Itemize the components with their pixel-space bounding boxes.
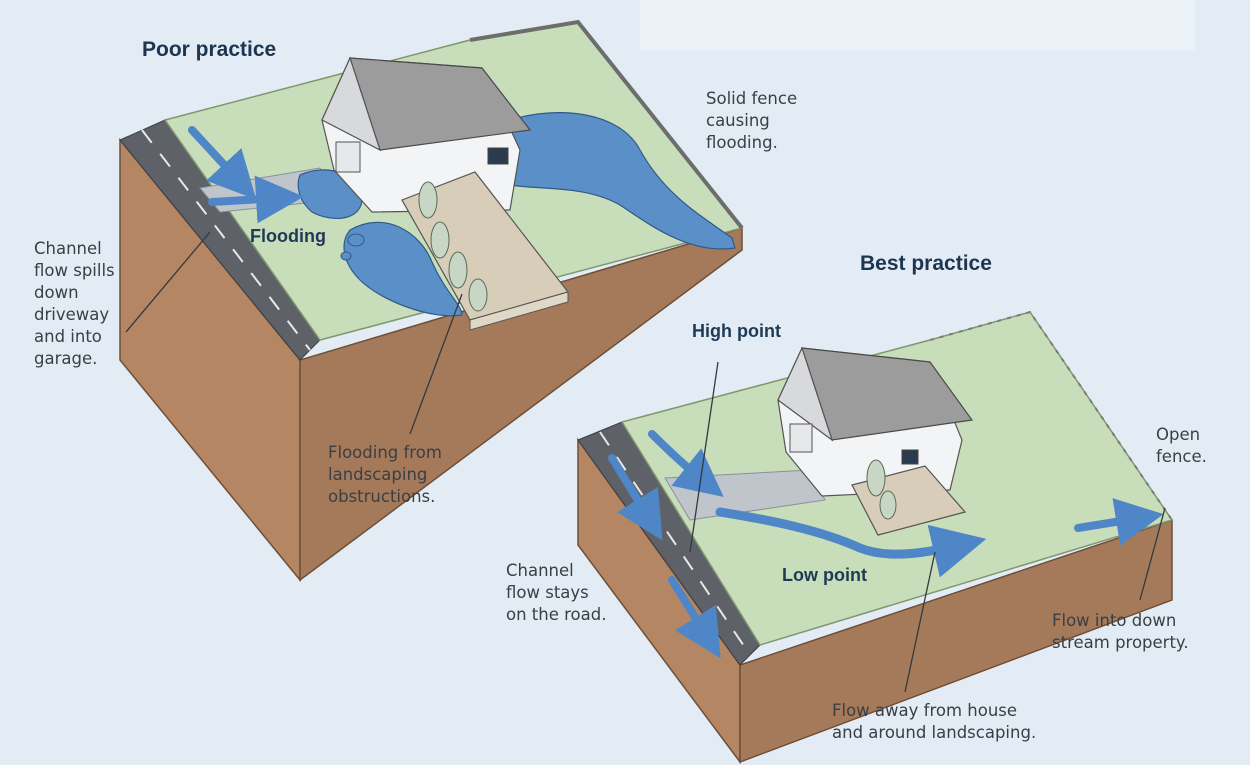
solid-fence-callout: Solid fence causing flooding. [706,89,798,152]
poor-shrubs [418,181,488,312]
best-house-gable [777,346,834,442]
poor-soil-side [299,226,743,582]
downstream-callout: Flow into down stream property. [1052,611,1189,652]
leader-high-point [689,361,719,553]
best-garage-door [789,423,813,453]
channel-spills-callout: Channel flow spills down driveway and in… [34,239,115,368]
best-road-markings [599,431,751,656]
poor-pool-front [343,221,463,317]
poor-practice-block [119,19,744,583]
leader-flow-away [904,551,936,693]
best-window [901,449,919,465]
poor-arrow-driveway [208,175,304,224]
leader-landscaping [409,293,463,435]
poor-arrow-channel [188,126,257,200]
best-arrow-low-point [715,507,987,578]
poor-window [487,147,509,165]
leader-lines [125,231,1166,693]
poor-garage-door [335,141,361,173]
best-open-fence [929,310,1173,521]
low-point-label: Low point [782,565,867,585]
poor-puddle-1 [347,233,365,247]
leader-downstream [1139,507,1166,601]
best-soil-side [739,518,1173,764]
best-arrow-road-1 [608,454,663,541]
best-practice-block [577,310,1174,765]
landscaping-callout: Flooding from landscaping obstructions. [328,443,442,506]
poor-solid-fence [469,19,744,230]
best-arrow-downstream [1074,498,1164,546]
leader-channel-spills [125,231,211,333]
top-panel [640,0,1195,50]
flooding-label: Flooding [250,226,326,246]
best-arrow-road-2 [668,576,721,659]
poor-puddle-2 [340,251,352,261]
poor-practice-heading: Poor practice [142,38,277,61]
flow-away-callout: Flow away from house and around landscap… [832,701,1037,742]
poor-landscape-wall [469,291,569,331]
open-fence-callout: Open fence. [1156,425,1207,466]
best-practice-heading: Best practice [860,252,992,275]
best-shrubs [866,459,897,520]
channel-stays-callout: Channel flow stays on the road. [506,561,607,624]
poor-house-gable [321,56,382,152]
high-point-label: High point [692,321,781,341]
